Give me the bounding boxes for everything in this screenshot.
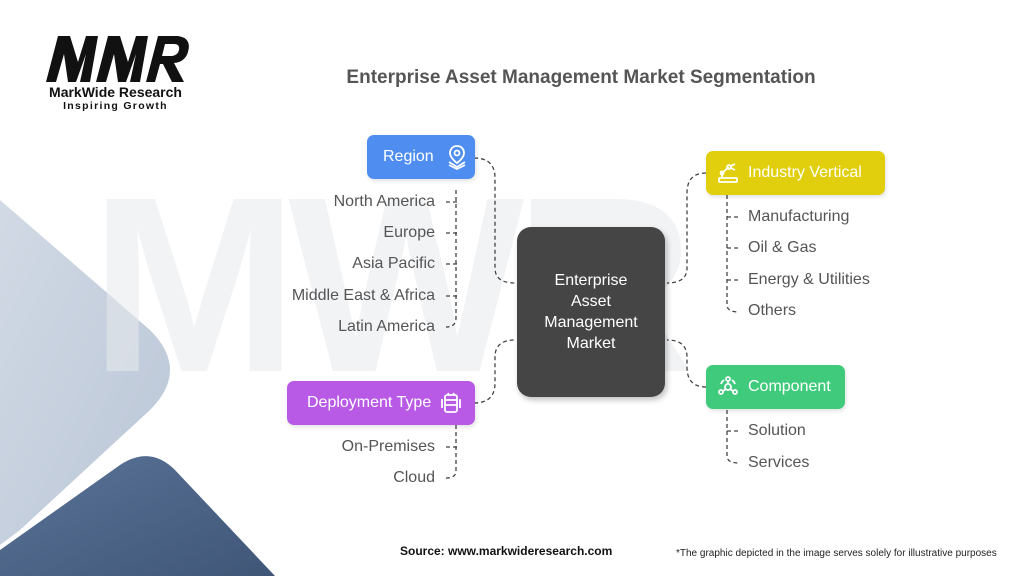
list-item: Asia Pacific bbox=[352, 255, 435, 272]
center-label: Enterprise Asset Management Market bbox=[544, 272, 638, 352]
branch-node-component: Component bbox=[706, 365, 845, 409]
location-pin-icon bbox=[446, 144, 468, 170]
server-icon bbox=[439, 391, 463, 415]
branch-node-region: Region bbox=[367, 135, 475, 179]
logo-mark-icon bbox=[46, 36, 189, 82]
components-icon bbox=[716, 375, 740, 399]
brand-tagline: Inspiring Growth bbox=[63, 100, 168, 112]
branch-label-industry-vertical: Industry Vertical bbox=[748, 164, 862, 181]
branch-node-industry-vertical: Industry Vertical bbox=[706, 151, 885, 195]
brand-name: MarkWide Research bbox=[49, 84, 182, 100]
list-item: North America bbox=[333, 193, 435, 210]
page-title: Enterprise Asset Management Market Segme… bbox=[346, 67, 816, 88]
list-item: Europe bbox=[383, 224, 435, 241]
branch-label-region: Region bbox=[383, 148, 434, 165]
list-item: Services bbox=[748, 454, 810, 471]
list-item: Oil & Gas bbox=[748, 239, 817, 256]
list-item: On-Premises bbox=[341, 438, 435, 455]
list-item: Others bbox=[748, 302, 797, 319]
branch-node-deployment-type: Deployment Type bbox=[287, 381, 475, 425]
source-text: Source: www.markwideresearch.com bbox=[400, 544, 613, 558]
list-item: Solution bbox=[748, 422, 806, 439]
list-item: Cloud bbox=[393, 469, 435, 486]
disclaimer-text: *The graphic depicted in the image serve… bbox=[676, 548, 997, 559]
list-item: Latin America bbox=[338, 318, 435, 335]
list-item: Energy & Utilities bbox=[748, 271, 870, 288]
list-item: Manufacturing bbox=[748, 208, 850, 225]
center-node: Enterprise Asset Management Market bbox=[517, 227, 665, 397]
robot-arm-icon bbox=[716, 161, 740, 185]
branch-label-deployment-type: Deployment Type bbox=[307, 394, 432, 411]
branch-label-component: Component bbox=[748, 378, 831, 395]
brand-logo: MarkWide Research Inspiring Growth bbox=[38, 32, 193, 114]
list-item: Middle East & Africa bbox=[291, 287, 435, 304]
